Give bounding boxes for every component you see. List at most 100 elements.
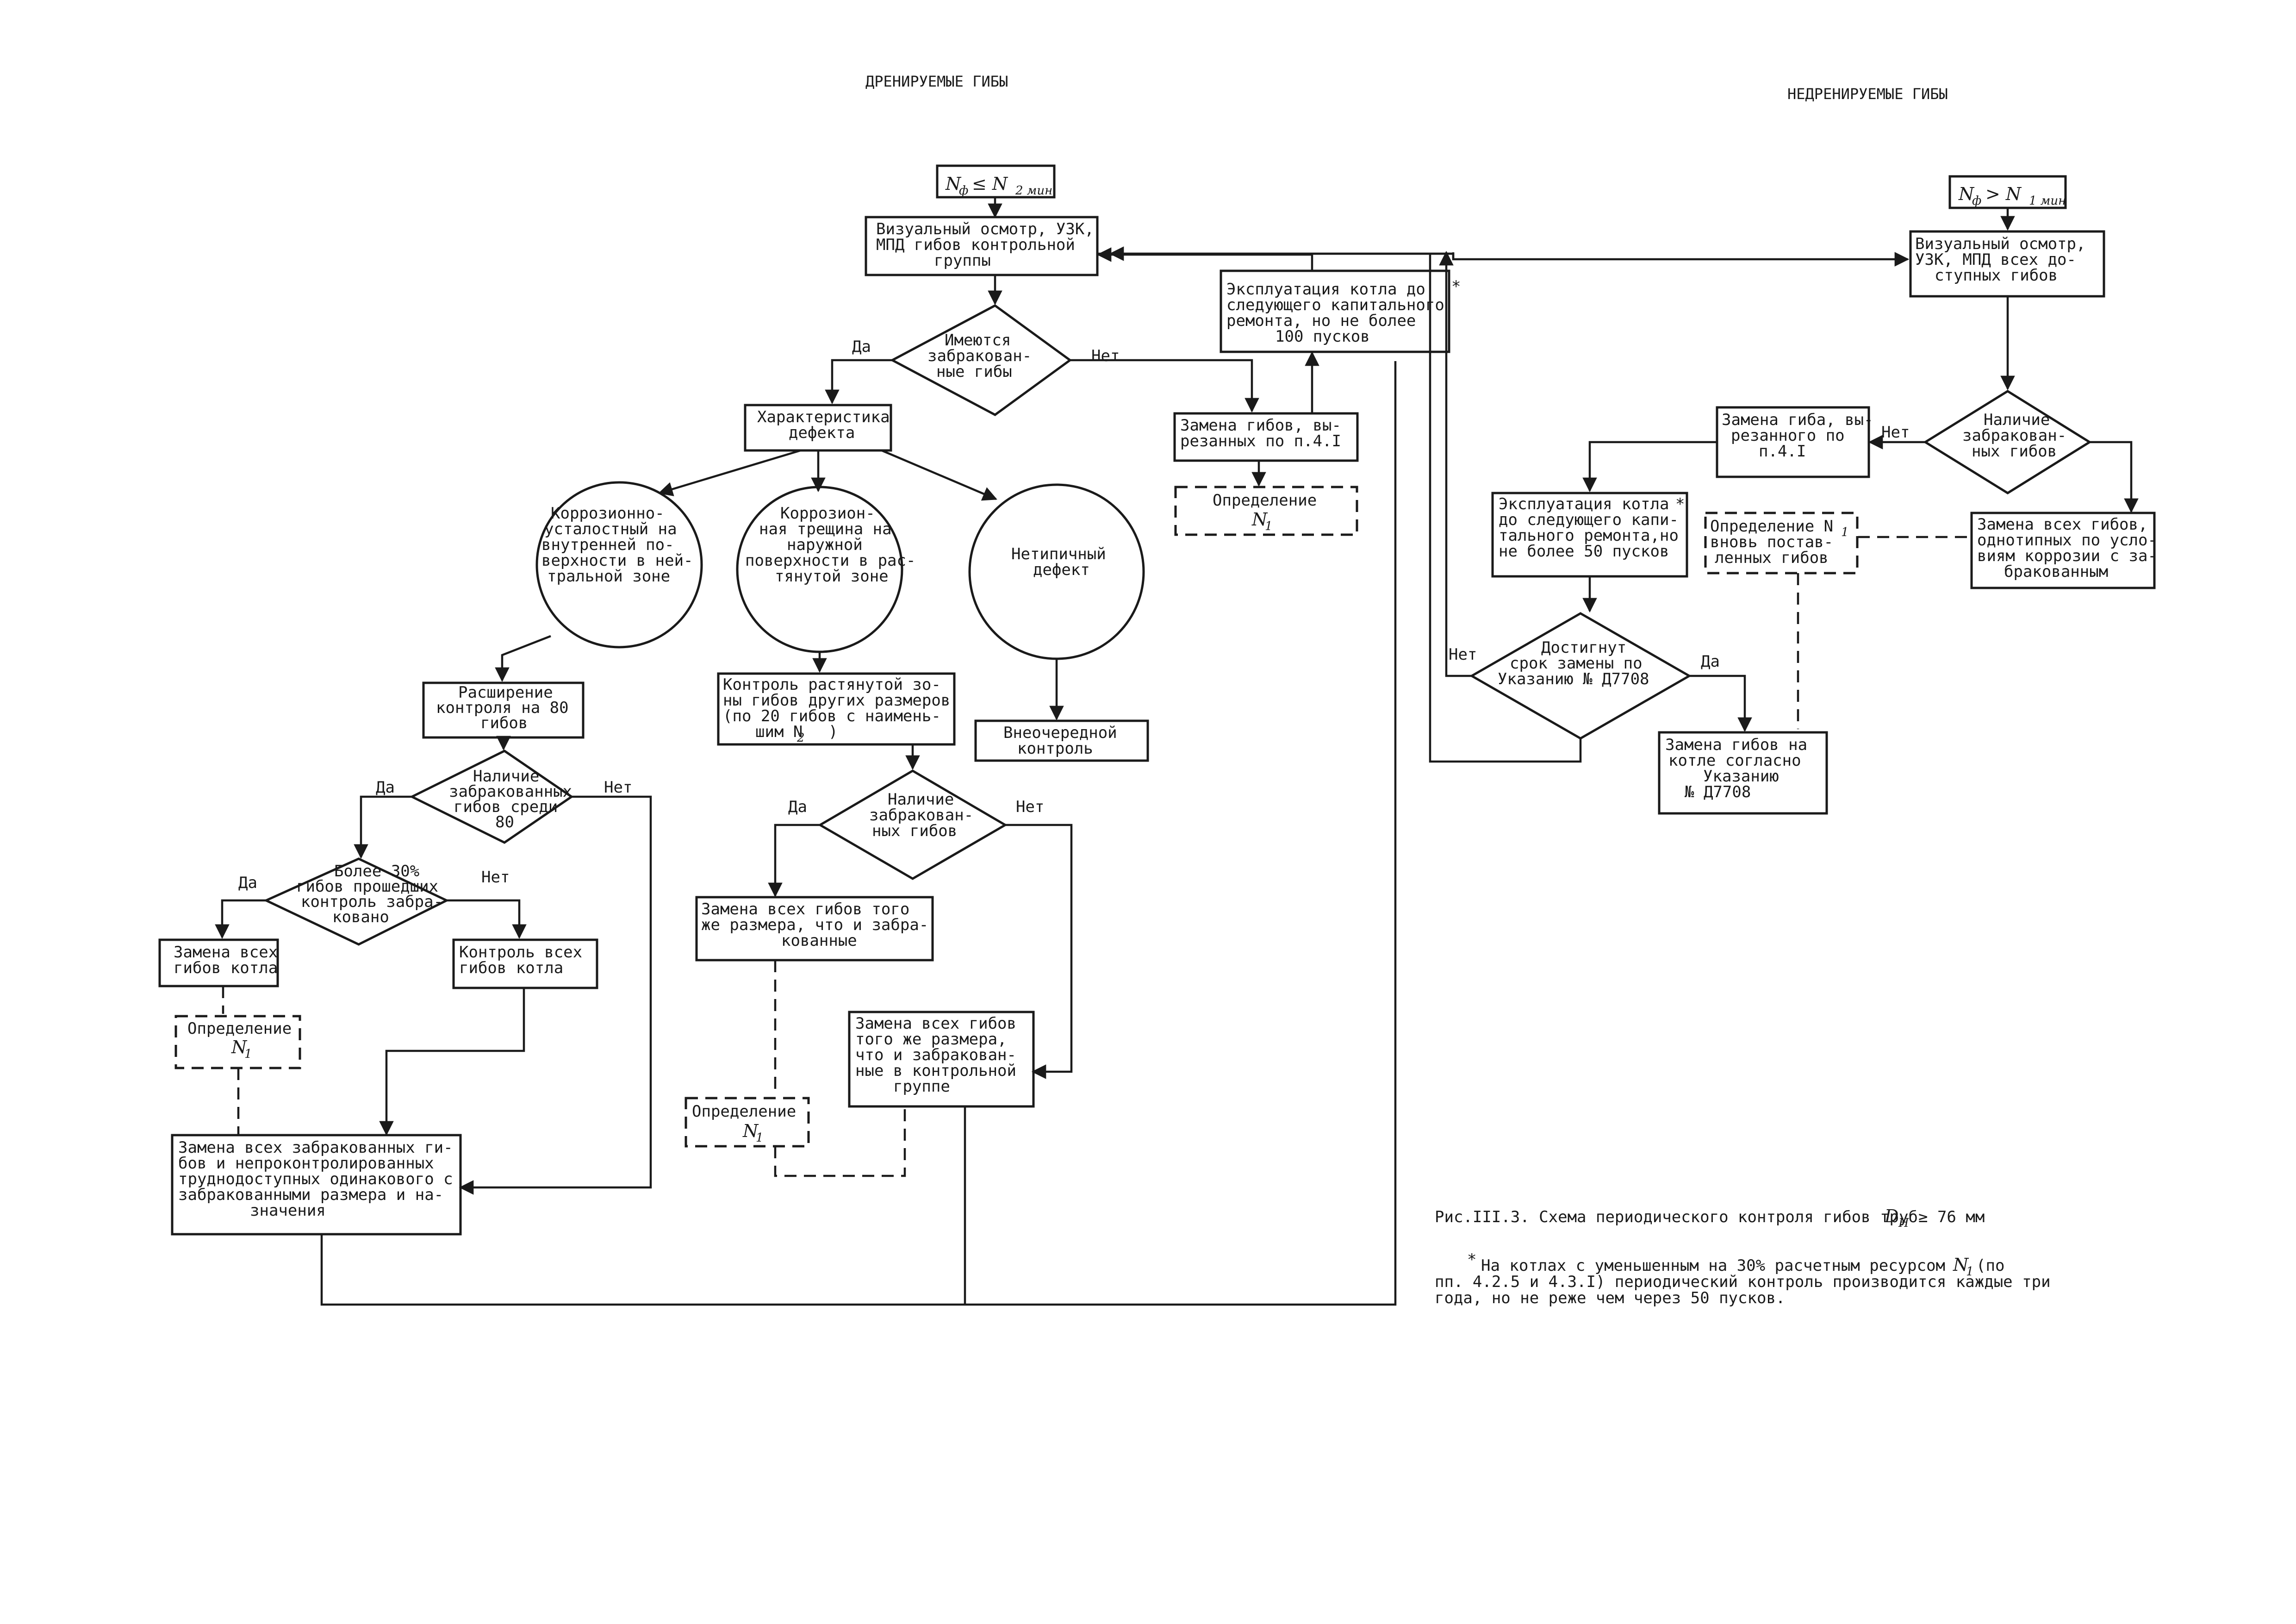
svg-text:Замена гибов, вы-: Замена гибов, вы- bbox=[1180, 416, 1341, 435]
svg-text:Определение N: Определение N bbox=[1710, 517, 1833, 536]
svg-text:Определение: Определение bbox=[692, 1102, 796, 1121]
svg-text:однотипных по усло-: однотипных по усло- bbox=[1977, 531, 2157, 550]
svg-text:Расширение: Расширение bbox=[458, 683, 553, 702]
svg-text:верхности в ней-: верхности в ней- bbox=[541, 551, 693, 570]
svg-text:≥ 76 мм: ≥ 76 мм bbox=[1918, 1208, 1985, 1226]
svg-text:усталостный на: усталостный на bbox=[544, 520, 677, 538]
label-yes: Да bbox=[1701, 652, 1720, 671]
footnote-star-mark: * bbox=[1451, 277, 1461, 296]
svg-text:> N: > N bbox=[1985, 184, 2022, 204]
svg-text:(по 20 гибов с наимень-: (по 20 гибов с наимень- bbox=[723, 707, 941, 725]
svg-text:Н: Н bbox=[1898, 1216, 1910, 1230]
svg-text:ремонта, но не более: ремонта, но не более bbox=[1226, 312, 1416, 330]
label-no: Нет bbox=[1016, 798, 1044, 816]
svg-text:D: D bbox=[1884, 1206, 1898, 1226]
svg-text:Эксплуатация котла: Эксплуатация котла bbox=[1499, 495, 1669, 513]
start-condition-left: N ф ≤ N 2 мин bbox=[936, 164, 1056, 199]
svg-text:Замена гибов на: Замена гибов на bbox=[1665, 736, 1807, 754]
svg-text:): ) bbox=[828, 723, 838, 741]
svg-text:забракован-: забракован- bbox=[927, 347, 1032, 365]
svg-text:Визуальный осмотр, УЗК,: Визуальный осмотр, УЗК, bbox=[876, 220, 1094, 238]
svg-text:гибов котла: гибов котла bbox=[174, 959, 278, 977]
svg-text:вновь постав-: вновь постав- bbox=[1710, 533, 1833, 551]
circle-atypical-defect: Нетипичный дефект bbox=[968, 483, 1145, 660]
svg-text:N: N bbox=[1251, 509, 1268, 530]
svg-text:Указанию № Д7708: Указанию № Д7708 bbox=[1498, 670, 1649, 688]
box-definition-n1-new-bends: Определение N 1 вновь постав- ленных гиб… bbox=[1704, 512, 1859, 575]
svg-text:срок замены по: срок замены по bbox=[1510, 654, 1643, 673]
svg-text:N: N bbox=[1958, 184, 1975, 204]
svg-text:100 пусков: 100 пусков bbox=[1275, 327, 1370, 346]
svg-text:ные гибы: ные гибы bbox=[936, 362, 1012, 381]
svg-text:Более 30%: Более 30% bbox=[334, 862, 419, 881]
svg-text:же размера, что и забра-: же размера, что и забра- bbox=[701, 916, 928, 934]
svg-text:Определение: Определение bbox=[187, 1019, 292, 1038]
svg-text:поверхности в рас-: поверхности в рас- bbox=[745, 551, 915, 570]
svg-text:Замена всех гибов: Замена всех гибов bbox=[855, 1014, 1016, 1033]
box-control-all-boiler-bends: Контроль всех гибов котла bbox=[452, 938, 598, 989]
svg-text:группы: группы bbox=[934, 251, 991, 270]
decision-rejected-bends-mid: Наличие забракован- ных гибов bbox=[818, 769, 1008, 880]
decision-rejected-among-80: Наличие забракованных гибов среди 80 bbox=[409, 750, 574, 844]
label-yes: Да bbox=[238, 874, 257, 892]
svg-text:МПД гибов контрольной: МПД гибов контрольной bbox=[876, 236, 1075, 254]
box-definition-n1-left: Определение N 1 bbox=[174, 1015, 301, 1069]
svg-text:На котлах с уменьшенным на 30%: На котлах с уменьшенным на 30% расчетным… bbox=[1481, 1256, 1945, 1275]
svg-text:ные в контрольной: ные в контрольной bbox=[855, 1062, 1016, 1080]
label-yes: Да bbox=[376, 778, 395, 797]
label-no: Нет bbox=[481, 868, 510, 887]
svg-text:Эксплуатация котла до: Эксплуатация котла до bbox=[1226, 280, 1425, 299]
svg-text:виям коррозии с за-: виям коррозии с за- bbox=[1977, 547, 2157, 565]
box-visual-inspection-all-accessible: Визуальный осмотр, УЗК, МПД всех до- сту… bbox=[1909, 230, 2105, 298]
svg-text:УЗК, МПД всех до-: УЗК, МПД всех до- bbox=[1915, 250, 2076, 269]
svg-text:забракованными размера и на-: забракованными размера и на- bbox=[178, 1186, 443, 1204]
decision-replacement-deadline: Достигнут срок замены по Указанию № Д770… bbox=[1469, 612, 1692, 740]
svg-text:резанных по п.4.I: резанных по п.4.I bbox=[1180, 432, 1341, 450]
svg-text:2 мин: 2 мин bbox=[1015, 184, 1052, 198]
svg-text:ных гибов: ных гибов bbox=[872, 822, 957, 840]
box-exploitation-50-starts: Эксплуатация котла до следующего капи- т… bbox=[1491, 492, 1688, 578]
svg-text:бов и непроконтролированных: бов и непроконтролированных bbox=[178, 1154, 434, 1173]
box-replace-all-rejected-bends: Замена всех забракованных ги- бов и непр… bbox=[171, 1134, 462, 1236]
svg-text:контроль забра-: контроль забра- bbox=[301, 893, 443, 911]
svg-text:Замена гиба, вы-: Замена гиба, вы- bbox=[1722, 411, 1873, 429]
box-exploitation-100-starts: Эксплуатация котла до следующего капитал… bbox=[1220, 269, 1461, 353]
box-replace-cut-bend-right: Замена гиба, вы- резанного по п.4.I bbox=[1716, 406, 1873, 478]
label-yes: Да bbox=[788, 798, 807, 816]
svg-text:не более 50 пусков: не более 50 пусков bbox=[1499, 542, 1669, 561]
svg-text:котле согласно: котле согласно bbox=[1668, 751, 1801, 770]
box-replace-all-boiler-bends: Замена всех гибов котла bbox=[158, 938, 279, 987]
svg-text:значения: значения bbox=[250, 1201, 326, 1220]
box-replace-per-order-d7708: Замена гибов на котле согласно Указанию … bbox=[1658, 731, 1828, 815]
svg-text:ф: ф bbox=[1972, 194, 1981, 208]
svg-text:N: N bbox=[742, 1121, 759, 1141]
footnote-star-mark: * bbox=[1675, 495, 1685, 513]
svg-text:Замена всех: Замена всех bbox=[174, 943, 278, 962]
svg-text:80: 80 bbox=[495, 813, 514, 831]
svg-text:1: 1 bbox=[1841, 525, 1849, 539]
footnote: * На котлах с уменьшенным на 30% расчетн… bbox=[1435, 1250, 2051, 1307]
box-definition-n1-right: Определение N 1 bbox=[1174, 486, 1358, 536]
svg-text:наружной: наружной bbox=[787, 536, 863, 554]
svg-text:внутренней по-: внутренней по- bbox=[541, 536, 674, 554]
svg-text:п.4.I: п.4.I bbox=[1759, 442, 1806, 461]
box-visual-inspection-control-group: Визуальный осмотр, УЗК, МПД гибов контро… bbox=[865, 216, 1099, 276]
box-extra-control: Внеочередной контроль bbox=[974, 719, 1149, 762]
svg-text:следующего капитального: следующего капитального bbox=[1226, 296, 1444, 314]
svg-text:Достигнут: Достигнут bbox=[1541, 638, 1626, 657]
svg-text:забракованных: забракованных bbox=[449, 782, 572, 801]
svg-text:гибов котла: гибов котла bbox=[459, 959, 563, 977]
svg-text:труднодоступных одинакового с: труднодоступных одинакового с bbox=[178, 1170, 453, 1188]
svg-text:Контроль всех: Контроль всех bbox=[459, 943, 582, 962]
svg-text:Замена всех забракованных ги-: Замена всех забракованных ги- bbox=[178, 1138, 453, 1157]
svg-text:N: N bbox=[1953, 1255, 1969, 1275]
svg-text:ф: ф bbox=[959, 184, 968, 198]
label-no: Нет bbox=[1881, 423, 1910, 442]
svg-text:шим N: шим N bbox=[755, 723, 803, 741]
svg-text:N: N bbox=[231, 1037, 248, 1057]
svg-text:гибов среди: гибов среди bbox=[454, 798, 558, 816]
svg-text:года, но не реже чем через 50: года, но не реже чем через 50 пусков. bbox=[1435, 1289, 1785, 1307]
heading-non-drained: НЕДРЕНИРУЕМЫЕ ГИБЫ bbox=[1787, 85, 1948, 103]
start-condition-right: N ф > N 1 мин bbox=[1948, 175, 2067, 209]
svg-text:дефекта: дефекта bbox=[789, 424, 855, 442]
